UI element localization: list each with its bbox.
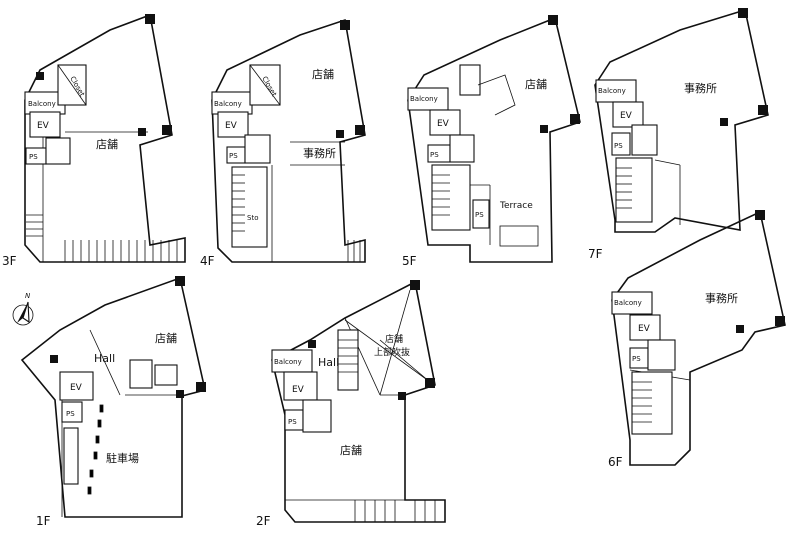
floor-label-1f: 1F: [36, 514, 51, 528]
label-2f-hall: Hall: [318, 356, 339, 369]
label-7f-balcony: Balcony: [598, 87, 626, 95]
label-4f-balcony: Balcony: [214, 100, 242, 108]
label-2f-ps: PS: [288, 418, 297, 426]
floor-label-6f: 6F: [608, 455, 623, 469]
floor-label-3f: 3F: [2, 254, 17, 268]
floor-plan-7f: Balcony EV PS 事務所 7F: [588, 8, 769, 261]
floor-label-5f: 5F: [402, 254, 417, 268]
label-5f-ps-stair: PS: [475, 211, 484, 219]
floor-label-4f: 4F: [200, 254, 215, 268]
label-3f-shop: 店舗: [96, 137, 118, 151]
label-3f-ps: PS: [29, 153, 38, 161]
label-6f-balcony: Balcony: [614, 299, 642, 307]
label-4f-ev: EV: [225, 121, 238, 131]
label-4f-ps: PS: [229, 152, 238, 160]
label-5f-shop: 店舗: [525, 77, 547, 91]
label-5f-ps-top: PS: [430, 151, 439, 159]
label-5f-ev: EV: [437, 119, 450, 129]
label-1f-ps: PS: [66, 410, 75, 418]
label-6f-ev: EV: [638, 324, 651, 334]
label-4f-shop: 店舗: [312, 67, 334, 81]
label-7f-ev: EV: [620, 111, 633, 121]
label-7f-ps: PS: [614, 142, 623, 150]
floor-label-7f: 7F: [588, 247, 603, 261]
label-4f-storage: Sto: [247, 214, 258, 222]
label-2f-shop-upper-a: 店舗: [385, 333, 403, 345]
floor-plan-6f: Balcony EV PS 事務所 6F: [608, 210, 786, 469]
label-1f-hall: Hall: [94, 352, 115, 365]
label-5f-terrace: Terrace: [499, 201, 533, 211]
floor-plan-1f: Hall 店舗 EV PS 駐車場 1F: [20, 276, 206, 528]
floor-plan-5f: Balcony EV PS PS 店舗 Terrace 5F: [402, 15, 581, 268]
label-4f-office: 事務所: [303, 146, 336, 160]
label-5f-balcony: Balcony: [410, 95, 438, 103]
label-1f-parking: 駐車場: [106, 451, 139, 465]
compass-north-label: N: [25, 292, 31, 300]
label-2f-shop-upper-b: 上部吹抜: [374, 346, 410, 358]
floor-label-2f: 2F: [256, 514, 271, 528]
label-3f-ev: EV: [37, 121, 50, 131]
label-2f-ev: EV: [292, 385, 305, 395]
label-2f-shop: 店舗: [340, 443, 362, 457]
floor-plan-4f: Balcony EV Closet PS 店舗 事務所 Sto 4F: [200, 18, 366, 268]
label-1f-shop: 店舗: [155, 331, 177, 345]
label-7f-office: 事務所: [684, 81, 717, 95]
compass-needle-icon: [17, 302, 28, 323]
label-3f-balcony: Balcony: [28, 100, 56, 108]
label-1f-ev: EV: [70, 383, 83, 393]
label-6f-ps: PS: [632, 355, 641, 363]
label-6f-office: 事務所: [705, 291, 738, 305]
floor-plan-3f: Balcony EV Closet PS 店舗 3F: [2, 13, 186, 268]
label-2f-balcony: Balcony: [274, 358, 302, 366]
north-compass: N: [12, 292, 34, 326]
compass-circle-icon: [12, 304, 34, 326]
floor-plan-2f: Balcony EV Hall 店舗 上部吹抜 PS 店舗 2F: [256, 280, 446, 528]
